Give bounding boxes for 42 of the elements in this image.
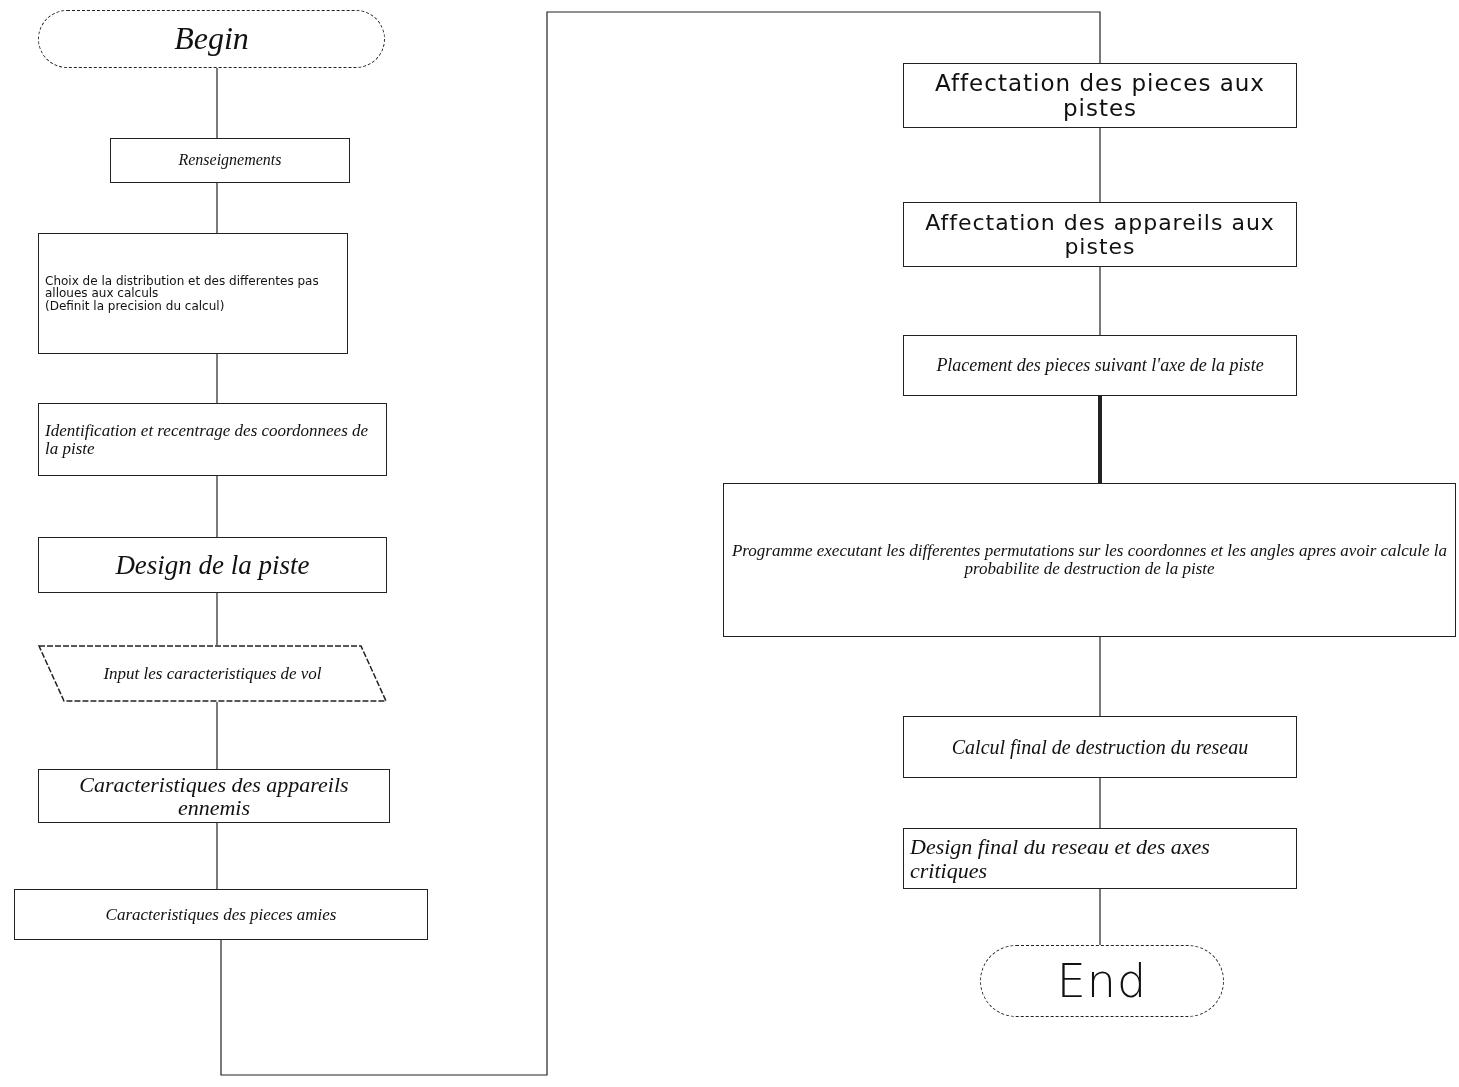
- step-text: Programme executant les differentes permutations sur les coordonnes et les angles apres avoir calcule la probabilite de destruction de la piste: [730, 542, 1449, 578]
- process-box: [38, 403, 387, 476]
- connector-line: [1099, 888, 1101, 946]
- step-text: Placement des pieces suivant l'axe de la piste: [936, 356, 1264, 375]
- step-text: Affectation des appareils aux pistes: [924, 211, 1276, 258]
- step-text: (Definit la precision du calcul): [45, 299, 225, 313]
- process-box: [723, 483, 1456, 637]
- connector-line: [216, 822, 218, 890]
- connector-line: [216, 353, 218, 404]
- connector-line: [216, 701, 218, 770]
- connector-line: [216, 67, 218, 139]
- process-box: [38, 537, 387, 593]
- process-box: [38, 769, 390, 823]
- step-text: Caracteristiques des pieces amies: [105, 905, 337, 924]
- connector-line: [216, 592, 218, 646]
- process-box: [38, 233, 348, 354]
- step-text: Caracteristiques des appareils ennemis: [78, 772, 350, 820]
- process-box: [903, 828, 1297, 889]
- step-text: Renseignements: [178, 152, 282, 169]
- connector-line: [1099, 636, 1101, 717]
- process-box: [903, 335, 1297, 396]
- process-box: [903, 63, 1297, 128]
- connector-line: [216, 475, 218, 538]
- step-text: Calcul final de destruction du reseau: [951, 736, 1249, 758]
- step-text: Choix de la distribution et des differentes pas alloues aux calculs: [45, 274, 320, 300]
- step-text: Design de la piste: [115, 550, 310, 580]
- process-box: [110, 138, 350, 183]
- step-text: Affectation des pieces aux pistes: [934, 71, 1266, 120]
- connector-line: [1099, 266, 1101, 336]
- process-box: [14, 889, 428, 940]
- step-text: Begin: [174, 22, 249, 56]
- step-text: Input les caracteristiques de vol: [103, 664, 322, 683]
- step-text: Design final du reseau et des axes critiques: [910, 835, 1211, 882]
- connector-line: [1099, 777, 1101, 829]
- connector-line: [216, 182, 218, 234]
- connector-line: [1098, 396, 1102, 483]
- connector-line: [1099, 127, 1101, 203]
- connector-line: [220, 11, 1101, 1076]
- process-box: [903, 202, 1297, 267]
- step-text: Identification et recentrage des coordonnees de la piste: [45, 421, 370, 458]
- process-box: [903, 716, 1297, 778]
- step-text: End: [1056, 956, 1148, 1006]
